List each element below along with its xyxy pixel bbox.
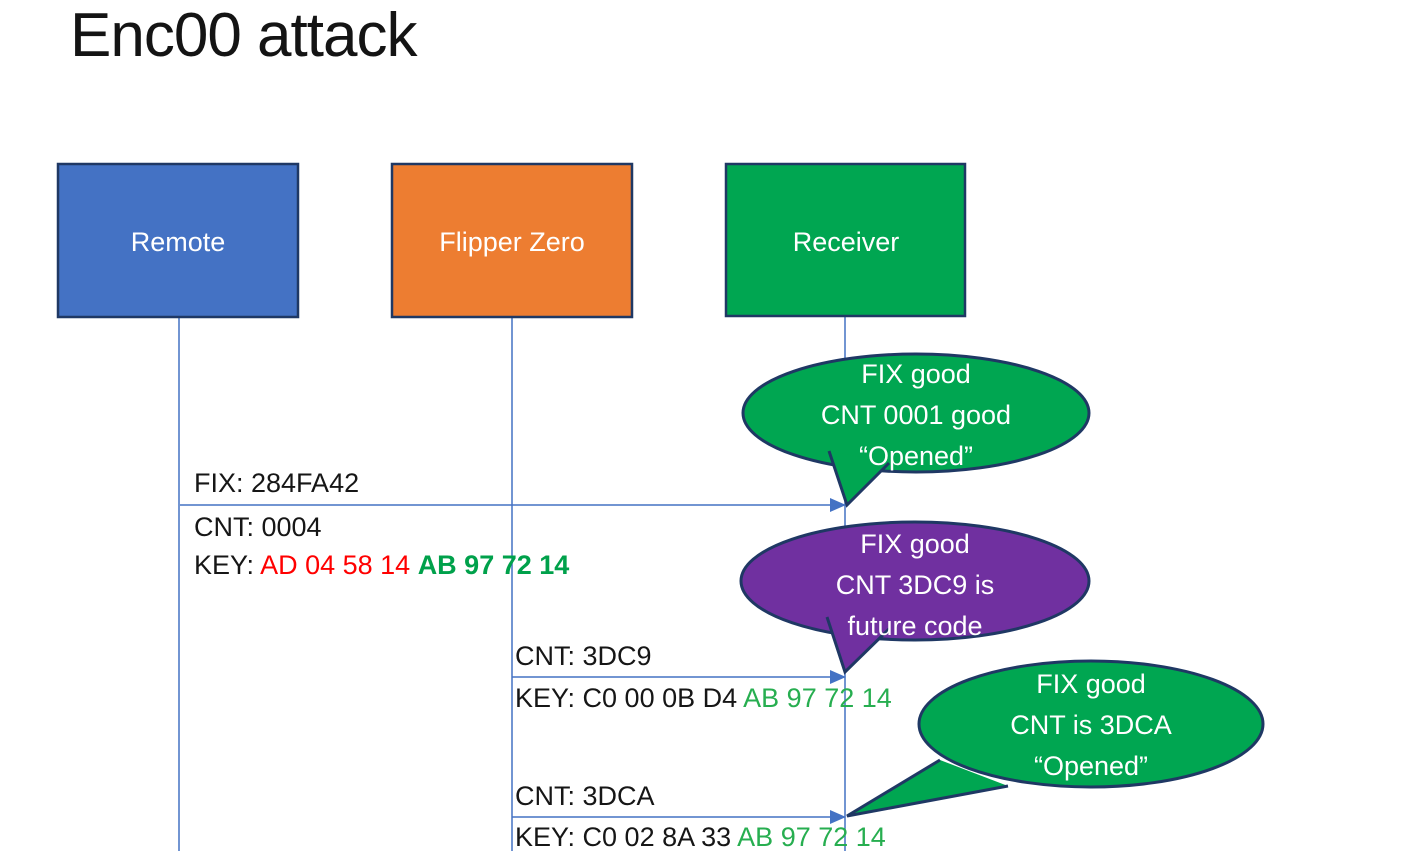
message-2-key: KEY: C0 00 0B D4 AB 97 72 14 — [515, 682, 892, 714]
callout-2-line-1: FIX good — [860, 529, 970, 559]
callout-1-tail — [827, 450, 891, 508]
arrow-flipper-to-receiver-1 — [512, 670, 846, 684]
actor-box-flipper-zero — [390, 162, 634, 319]
callout-2-tail — [825, 616, 891, 675]
message-3-key-label: KEY: C0 02 8A 33 — [515, 822, 738, 852]
callout-1-line-2: CNT 0001 good — [820, 400, 1012, 430]
callout-2-text: FIX good CNT 3DC9 is future code — [750, 524, 1080, 647]
message-3-key: KEY: C0 02 8A 33 AB 97 72 14 — [515, 821, 886, 853]
message-3-key-green-bytes: AB 97 72 14 — [737, 822, 886, 852]
message-2-key-label: KEY: C0 00 0B D4 — [515, 683, 744, 713]
arrow-1-head — [830, 498, 846, 512]
message-1-key-green-bytes: AB 97 72 14 — [417, 550, 570, 580]
arrow-flipper-to-receiver-2 — [512, 810, 846, 824]
message-1-key-label: KEY: — [194, 550, 261, 580]
callout-3-text: FIX good CNT is 3DCA “Opened” — [926, 664, 1256, 787]
actor-label-flipper-zero: Flipper Zero — [439, 227, 585, 257]
page-title: Enc00 attack — [70, 1, 417, 70]
callout-2-ellipse — [739, 520, 1091, 642]
callout-3-line-3: “Opened” — [1033, 751, 1149, 781]
callout-2-line-3: future code — [847, 611, 983, 641]
actor-label-receiver: Receiver — [792, 227, 900, 257]
callout-bubble-future-code — [739, 520, 1091, 675]
message-2-key-green-bytes: AB 97 72 14 — [743, 683, 892, 713]
message-1-key-red-bytes: AD 04 58 14 — [260, 550, 418, 580]
arrow-2-head — [830, 670, 846, 684]
message-2-cnt: CNT: 3DC9 — [515, 641, 652, 671]
callout-1-line-3: “Opened” — [858, 441, 974, 471]
message-3-cnt: CNT: 3DCA — [515, 781, 655, 811]
actor-label-remote: Remote — [130, 227, 226, 257]
callout-3-ellipse — [917, 659, 1265, 789]
callout-1-text: FIX good CNT 0001 good “Opened” — [751, 354, 1081, 477]
callout-2-line-2: CNT 3DC9 is — [835, 570, 995, 600]
callout-bubble-opened-1 — [741, 352, 1091, 508]
message-1-fix: FIX: 284FA42 — [194, 468, 360, 498]
callout-1-ellipse — [741, 352, 1091, 474]
arrow-3-head — [830, 810, 846, 824]
callout-1-line-1: FIX good — [861, 359, 971, 389]
callout-3-line-2: CNT is 3DCA — [1010, 710, 1172, 740]
message-1-cnt: CNT: 0004 — [194, 512, 322, 542]
callout-3-tail — [846, 758, 1009, 818]
message-1-key: KEY: AD 04 58 14 AB 97 72 14 — [194, 549, 569, 581]
actor-box-receiver — [724, 162, 967, 318]
callout-bubble-opened-2 — [846, 659, 1265, 818]
callout-3-line-1: FIX good — [1036, 669, 1146, 699]
arrow-remote-to-receiver — [180, 498, 846, 512]
actor-box-remote — [56, 162, 300, 319]
